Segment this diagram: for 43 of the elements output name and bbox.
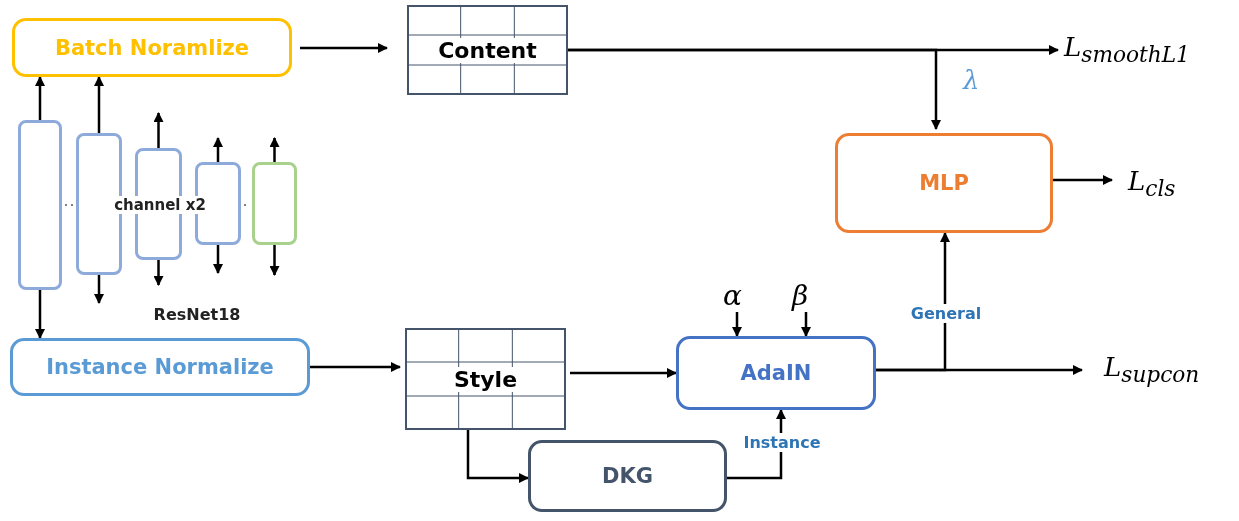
node-label: Batch Noramlize (54, 35, 250, 60)
arrow (732, 312, 742, 337)
node-label: DKG (602, 464, 653, 488)
node-label: AdaIN (740, 361, 812, 385)
arrow (466, 430, 529, 483)
arrow (269, 137, 280, 162)
parameter-symbol: β (792, 278, 809, 312)
resnet-block (252, 162, 297, 245)
arrow (213, 137, 223, 162)
edge-label: General (909, 303, 983, 323)
resnet-block (18, 120, 62, 290)
table-drawing (407, 5, 568, 95)
instance-normalize-box (10, 338, 310, 396)
batch-normalize-box (12, 18, 292, 77)
arrow (310, 362, 401, 372)
edge-label: Instance (742, 432, 822, 452)
node-label: MLP (919, 171, 969, 195)
channel-annotation: channel x2 (112, 196, 208, 214)
arrow (570, 368, 677, 378)
loss-label: L$_{supcon}$ (1104, 352, 1200, 388)
arrow (153, 112, 164, 148)
arrow (269, 245, 280, 276)
arrow (213, 245, 223, 274)
node-label: Content (436, 37, 539, 63)
mlp-box (835, 133, 1053, 233)
loss-label: L$_{smoothL1}$ (1064, 32, 1190, 68)
arrow (300, 43, 388, 53)
arrow (876, 232, 950, 372)
arrow (153, 260, 164, 286)
arrow (35, 290, 45, 339)
arrow (94, 76, 104, 133)
adain-box (676, 336, 876, 410)
loss-label: L$_{cls}$ (1128, 166, 1176, 202)
network-label: ResNet18 (152, 304, 242, 324)
arrow (568, 48, 941, 130)
parameter-symbol: α (723, 278, 742, 312)
arrow (1053, 175, 1113, 185)
node-label: Instance Normalize (46, 355, 274, 379)
arrow (35, 76, 45, 120)
arrow (801, 312, 811, 337)
arrow (94, 275, 104, 304)
table-drawing (405, 328, 566, 430)
dkg-box (528, 440, 727, 512)
